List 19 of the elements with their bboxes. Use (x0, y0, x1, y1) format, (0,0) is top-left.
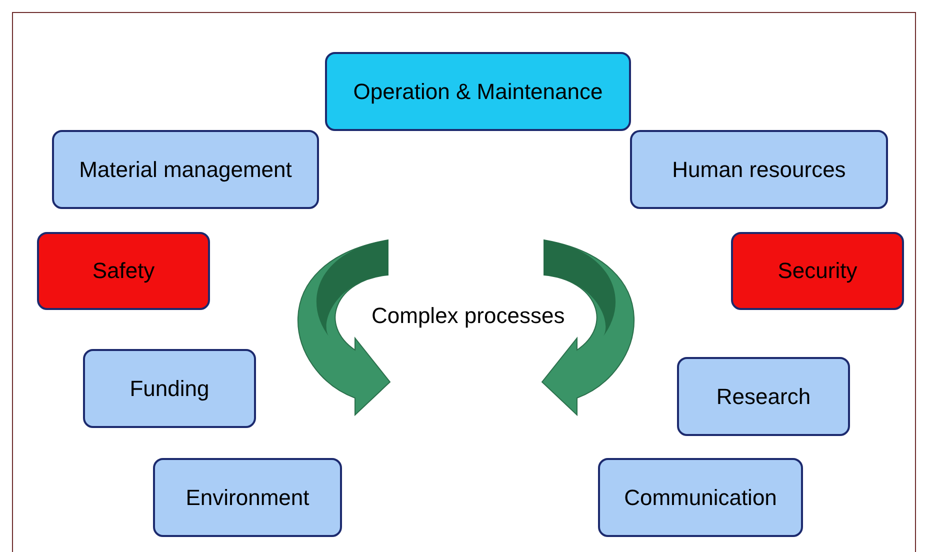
process-box (83, 349, 256, 428)
process-box (630, 130, 888, 209)
box-label: Operation & Maintenance (353, 78, 603, 104)
box-label: Human resources (672, 156, 846, 182)
process-box (153, 458, 342, 537)
box-label: Environment (186, 484, 310, 510)
center-label: Complex processes (372, 303, 565, 329)
process-box (731, 232, 904, 310)
process-box (598, 458, 803, 537)
box-label: Funding (130, 376, 210, 402)
box-label: Material management (79, 156, 292, 182)
process-box (677, 357, 850, 436)
box-label: Research (716, 384, 811, 410)
process-box (325, 52, 631, 131)
process-box (52, 130, 319, 209)
box-label: Safety (92, 258, 155, 284)
box-label: Communication (624, 484, 777, 510)
box-label: Security (778, 258, 858, 284)
process-box (37, 232, 210, 310)
